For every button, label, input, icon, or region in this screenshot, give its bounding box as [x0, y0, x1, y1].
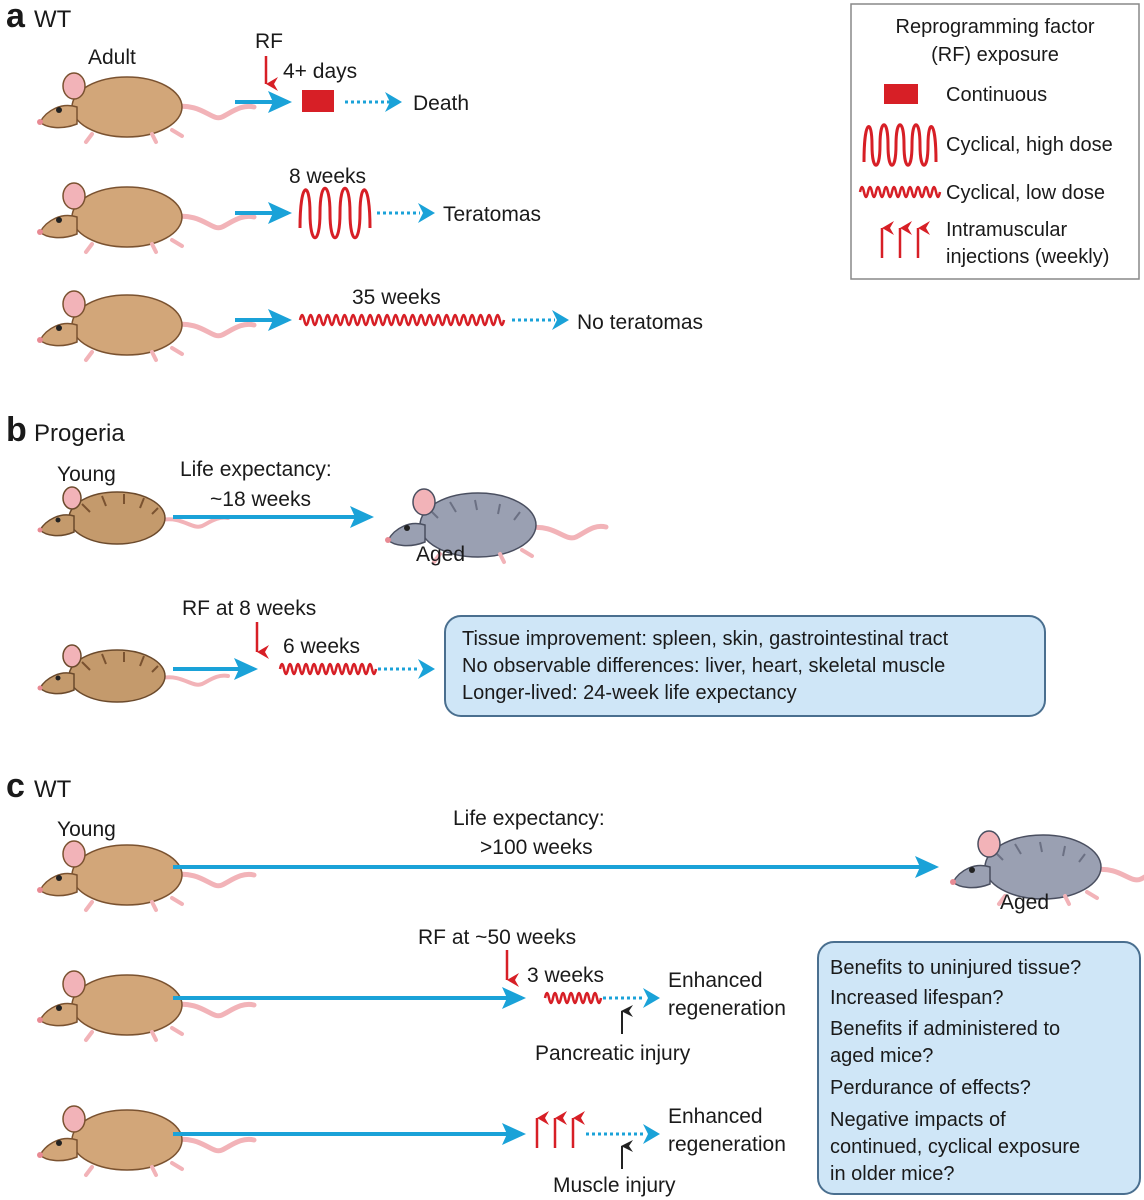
panel-a-letter: a	[6, 0, 26, 35]
panel-c: c WT Young Life expectancy: >100 weeks A…	[6, 767, 1144, 1197]
aged-label: Aged	[1000, 891, 1049, 914]
question-line: Benefits if administered to	[830, 1018, 1060, 1040]
question-line: Increased lifespan?	[830, 987, 1003, 1009]
findings-line: No observable differences: liver, heart,…	[462, 655, 945, 677]
injury-label: Muscle injury	[553, 1174, 676, 1197]
findings-box	[444, 615, 1046, 717]
question-line: continued, cyclical exposure	[830, 1136, 1080, 1158]
panel-a-title: WT	[34, 6, 72, 33]
mouse-adult-icon	[37, 291, 254, 360]
legend-label: Intramuscular	[946, 219, 1067, 241]
injury-label: Pancreatic injury	[535, 1042, 691, 1065]
aged-label: Aged	[416, 543, 465, 566]
mouse-young-icon	[37, 971, 254, 1040]
outcome-label: Enhanced	[668, 1105, 763, 1128]
mouse-adult-icon	[37, 73, 254, 142]
continuous-exposure-icon	[302, 90, 334, 112]
outcome-label-line2: regeneration	[668, 997, 786, 1020]
continuous-icon	[884, 84, 918, 104]
life-expectancy-value: ~18 weeks	[210, 488, 311, 511]
cyclical-low-dose-wave	[298, 313, 506, 327]
duration-label: 8 weeks	[289, 165, 366, 188]
duration-label: 3 weeks	[527, 964, 604, 987]
rf-label: RF at ~50 weeks	[418, 926, 576, 949]
duration-label: 35 weeks	[352, 286, 441, 309]
legend-label: Cyclical, high dose	[946, 134, 1113, 156]
young-label: Young	[57, 818, 116, 841]
question-line: Benefits to uninjured tissue?	[830, 957, 1081, 979]
dotted-arrow-head	[418, 659, 435, 679]
panel-b-letter: b	[6, 411, 27, 449]
duration-label: 4+ days	[283, 60, 357, 83]
legend-title: Reprogramming factor	[896, 16, 1095, 38]
outcome-label: Teratomas	[443, 203, 541, 226]
rf-label: RF at 8 weeks	[182, 597, 316, 620]
legend-title-line2: (RF) exposure	[931, 44, 1059, 66]
panel-c-letter: c	[6, 767, 25, 805]
mouse-young-icon	[37, 1106, 254, 1175]
legend: Reprogramming factor (RF) exposure Conti…	[850, 3, 1140, 280]
mouse-progeria-icon	[35, 643, 230, 704]
dotted-arrow-head	[552, 310, 569, 330]
high-amplitude-wave-icon	[862, 123, 938, 167]
panel-a: a WT Adult RF 4+ days Death 8 weeks Tera…	[6, 0, 703, 360]
findings-line: Tissue improvement: spleen, skin, gastro…	[462, 628, 949, 650]
outcome-label-line2: regeneration	[668, 1133, 786, 1156]
young-label: Young	[57, 463, 116, 486]
legend-label: Continuous	[946, 84, 1047, 106]
low-amplitude-wave-icon	[858, 185, 942, 199]
cyclical-low-dose-wave	[278, 662, 378, 676]
outcome-label: No teratomas	[577, 311, 703, 334]
cyclical-high-dose-wave	[298, 187, 372, 239]
question-line: Negative impacts of	[830, 1109, 1006, 1131]
life-expectancy-label: Life expectancy:	[180, 458, 332, 481]
duration-label: 6 weeks	[283, 635, 360, 658]
panel-b-title: Progeria	[34, 420, 125, 447]
legend-label: Cyclical, low dose	[946, 182, 1105, 204]
panel-b: b Progeria Young Life expectancy: ~18 we…	[6, 411, 1046, 717]
adult-label: Adult	[88, 46, 136, 69]
rf-label: RF	[255, 30, 283, 53]
life-expectancy-label: Life expectancy:	[453, 807, 605, 830]
dotted-arrow-head	[643, 988, 660, 1008]
outcome-label: Death	[413, 92, 469, 115]
mouse-young-icon	[37, 841, 254, 910]
question-line: in older mice?	[830, 1163, 955, 1185]
legend-label-line2: injections (weekly)	[946, 246, 1109, 268]
open-questions-box	[817, 941, 1141, 1195]
findings-line: Longer-lived: 24-week life expectancy	[462, 682, 797, 704]
panel-c-title: WT	[34, 776, 72, 803]
dotted-arrow-head	[643, 1124, 660, 1144]
question-line: Perdurance of effects?	[830, 1077, 1031, 1099]
dotted-arrow-head	[385, 92, 402, 112]
outcome-label: Enhanced	[668, 969, 763, 992]
question-line: aged mice?	[830, 1045, 933, 1067]
life-expectancy-value: >100 weeks	[480, 836, 593, 859]
dotted-arrow-head	[418, 203, 435, 223]
cyclical-low-dose-wave	[543, 991, 603, 1005]
mouse-adult-icon	[37, 183, 254, 252]
